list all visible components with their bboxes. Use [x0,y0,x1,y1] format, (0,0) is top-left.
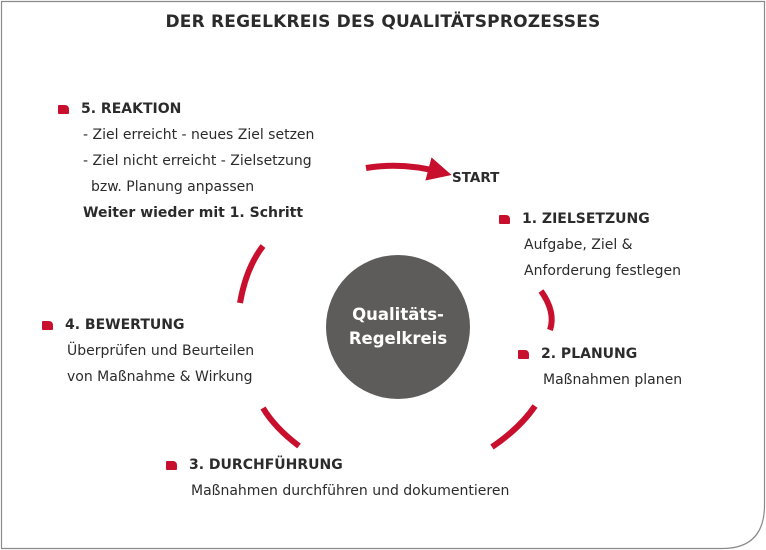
step-planung-line-1: Maßnahmen planen [543,372,683,388]
step-bewertung-heading-row: 4. BEWERTUNG [42,312,254,338]
step-zielsetzung-line-2: Anforderung festlegen [524,263,681,279]
arc-durchfuehrung-to-bewertung [260,406,301,449]
step-bullet-icon [518,349,529,359]
step-reaktion-line-2: - Ziel nicht erreicht - Zielsetzung [83,153,312,169]
step-durchfuehrung: 3. DURCHFÜHRUNG Maßnahmen durchführen un… [166,452,509,504]
step-reaktion: 5. REAKTION - Ziel erreicht - neues Ziel… [58,96,314,226]
step-planung: 2. PLANUNG Maßnahmen planen [518,341,682,393]
step-bullet-icon [166,460,177,470]
hub-label-line2: Regelkreis [348,329,448,348]
step-bewertung: 4. BEWERTUNG Überprüfen und Beurteilen v… [42,312,254,390]
step-bewertung-heading: 4. BEWERTUNG [65,317,185,333]
step-bullet-icon [499,214,510,224]
hub-label-line1: Qualitäts- [352,305,444,324]
step-reaktion-line-3: bzw. Planung anpassen [91,179,255,195]
step-planung-heading-row: 2. PLANUNG [518,341,682,367]
step-durchfuehrung-heading-row: 3. DURCHFÜHRUNG [166,452,509,478]
step-bewertung-line-2: von Maßnahme & Wirkung [67,369,253,385]
hub-circle: Qualitäts- Regelkreis [326,255,470,399]
diagram-title: DER REGELKREIS DES QUALITÄTSPROZESSES [165,12,601,32]
step-reaktion-heading-row: 5. REAKTION [58,96,314,122]
arc-zielsetzung-to-planung [538,289,555,331]
step-zielsetzung-heading-row: 1. ZIELSETZUNG [499,206,681,232]
step-reaktion-emphasis: Weiter wieder mit 1. Schritt [83,205,304,221]
step-zielsetzung-heading: 1. ZIELSETZUNG [522,211,650,227]
step-zielsetzung-line-1: Aufgabe, Ziel & [524,237,633,253]
arc-planung-to-durchfuehrung [490,404,538,450]
step-bewertung-line-1: Überprüfen und Beurteilen [67,343,255,359]
step-durchfuehrung-heading: 3. DURCHFÜHRUNG [189,457,343,473]
step-reaktion-line-1: - Ziel erreicht - neues Ziel setzen [83,127,315,143]
arc-bewertung-to-reaktion [237,244,266,304]
step-bullet-icon [58,104,69,114]
step-planung-heading: 2. PLANUNG [541,346,638,362]
step-durchfuehrung-line-1: Maßnahmen durchführen und dokumentieren [191,483,510,499]
step-bullet-icon [42,320,53,330]
step-reaktion-heading: 5. REAKTION [81,101,182,117]
start-label: START [452,170,500,186]
step-zielsetzung: 1. ZIELSETZUNG Aufgabe, Ziel & Anforderu… [499,206,681,284]
arc-reaktion-to-start [365,157,452,181]
